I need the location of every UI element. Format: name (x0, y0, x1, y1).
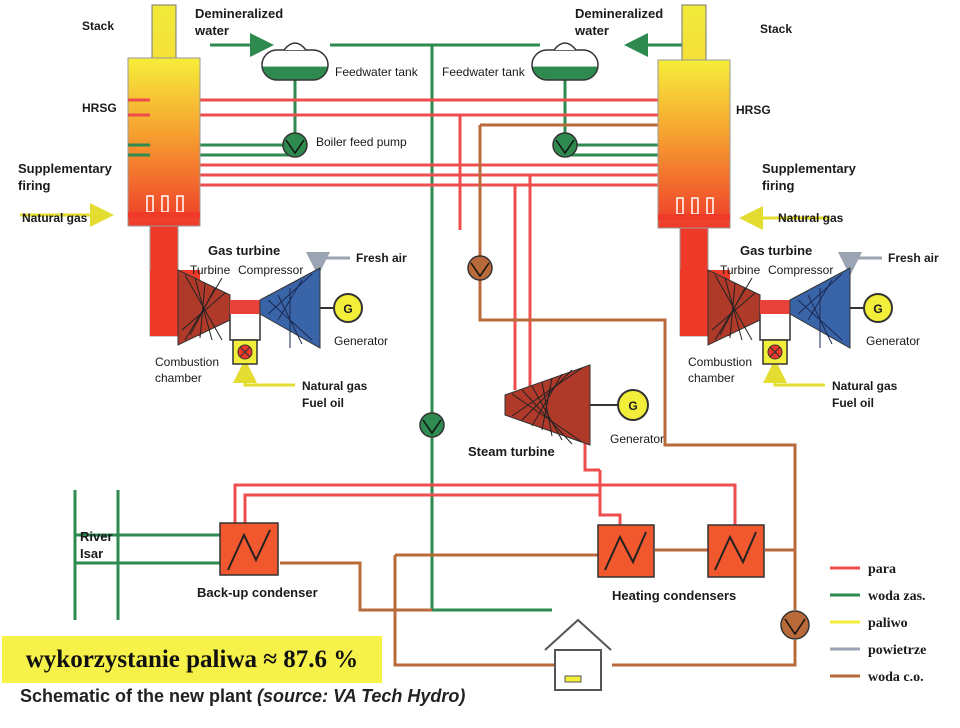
legend-label-3: powietrze (868, 643, 926, 658)
steam-turbine-label: Steam turbine (468, 444, 555, 459)
stack-label-right: Stack (760, 22, 792, 36)
river-isar-label-1: River (80, 529, 113, 544)
combustion-chamber-label-right-1: Combustion (688, 355, 752, 369)
legend-label-4: woda c.o. (868, 670, 924, 685)
natural-gas-fuel-label-left-1: Natural gas (302, 379, 368, 393)
generator-symbol-left: G (343, 302, 352, 316)
heating-pump-bottom (780, 610, 810, 640)
heating-condenser-2 (707, 524, 765, 578)
natural-gas-fuel-label-right-1: Natural gas (832, 379, 898, 393)
yellow-fuel-pipes (20, 203, 830, 387)
steam-turbine: G (504, 364, 649, 446)
figure-caption: Schematic of the new plant (source: VA T… (20, 686, 465, 707)
demin-water-label-right-1: Demineralized (575, 6, 663, 21)
red-steam-pipes (130, 98, 737, 525)
backup-condenser (219, 522, 279, 576)
feedwater-tank-label-left: Feedwater tank (335, 65, 419, 79)
hrsg-label-left: HRSG (82, 101, 117, 115)
hrsg-label-right: HRSG (736, 103, 771, 117)
generator-label-right: Generator (866, 334, 920, 348)
demin-water-label-left-1: Demineralized (195, 6, 283, 21)
demin-water-label-left-2: water (194, 23, 229, 38)
boiler-feed-pump-label: Boiler feed pump (316, 135, 407, 149)
left-gas-turbine: G (177, 267, 363, 365)
right-stack (681, 4, 707, 61)
legend: para woda zas. paliwo powietrze woda c.o. (830, 562, 926, 685)
right-hrsg (657, 59, 731, 229)
combustion-chamber-label-left-2: chamber (155, 371, 202, 385)
compressor-label-right: Compressor (768, 263, 833, 277)
gas-turbine-label-left: Gas turbine (208, 243, 280, 258)
feedwater-tank-label-right: Feedwater tank (442, 65, 526, 79)
left-stack (151, 4, 177, 61)
green-feedwater-pipes (73, 33, 700, 620)
air-pipes (306, 252, 882, 276)
natural-gas-fuel-label-right-2: Fuel oil (832, 396, 874, 410)
generator-symbol-right: G (873, 302, 882, 316)
legend-label-1: woda zas. (868, 589, 926, 604)
combustion-chamber-label-right-2: chamber (688, 371, 735, 385)
heating-pump-top (467, 255, 493, 281)
fresh-air-label-left: Fresh air (356, 251, 407, 265)
turbine-label-left: Turbine (190, 263, 231, 277)
generator-symbol-steam: G (628, 399, 637, 413)
brown-heating-pipes (280, 123, 797, 667)
legend-label-0: para (868, 562, 896, 577)
fresh-air-label-right: Fresh air (888, 251, 939, 265)
backup-condenser-label: Back-up condenser (197, 585, 318, 600)
river-isar-label-2: Isar (80, 546, 103, 561)
combustion-chamber-label-left-1: Combustion (155, 355, 219, 369)
stack-label-left: Stack (82, 19, 114, 33)
boiler-feed-pump-left (282, 132, 308, 158)
heating-condenser-1 (597, 524, 655, 578)
generator-label-steam: Generator (610, 432, 664, 446)
house-consumer-icon (544, 618, 612, 691)
natural-gas-label-left: Natural gas (22, 211, 88, 225)
fuel-utilization-banner: wykorzystanie paliwa ≈ 87.6 % (2, 636, 382, 683)
right-gas-turbine: G (707, 267, 893, 365)
supplementary-firing-label-right-2: firing (762, 178, 795, 193)
left-feedwater-tank (261, 42, 329, 81)
compressor-label-left: Compressor (238, 263, 303, 277)
right-feedwater-tank (531, 42, 599, 81)
left-hrsg (127, 57, 201, 227)
generator-label-left: Generator (334, 334, 388, 348)
turbine-label-right: Turbine (720, 263, 761, 277)
caption-source: (source: VA Tech Hydro) (257, 686, 466, 706)
natural-gas-label-right: Natural gas (778, 211, 844, 225)
supplementary-firing-label-right-1: Supplementary (762, 161, 857, 176)
gas-turbine-label-right: Gas turbine (740, 243, 812, 258)
caption-main: Schematic of the new plant (20, 686, 258, 706)
natural-gas-fuel-label-left-2: Fuel oil (302, 396, 344, 410)
demin-water-label-right-2: water (574, 23, 609, 38)
condensate-pump (419, 412, 445, 438)
heating-condensers-label: Heating condensers (612, 588, 736, 603)
supplementary-firing-label-left-2: firing (18, 178, 51, 193)
legend-label-2: paliwo (868, 616, 908, 631)
boiler-feed-pump-right (552, 132, 578, 158)
supplementary-firing-label-left-1: Supplementary (18, 161, 113, 176)
